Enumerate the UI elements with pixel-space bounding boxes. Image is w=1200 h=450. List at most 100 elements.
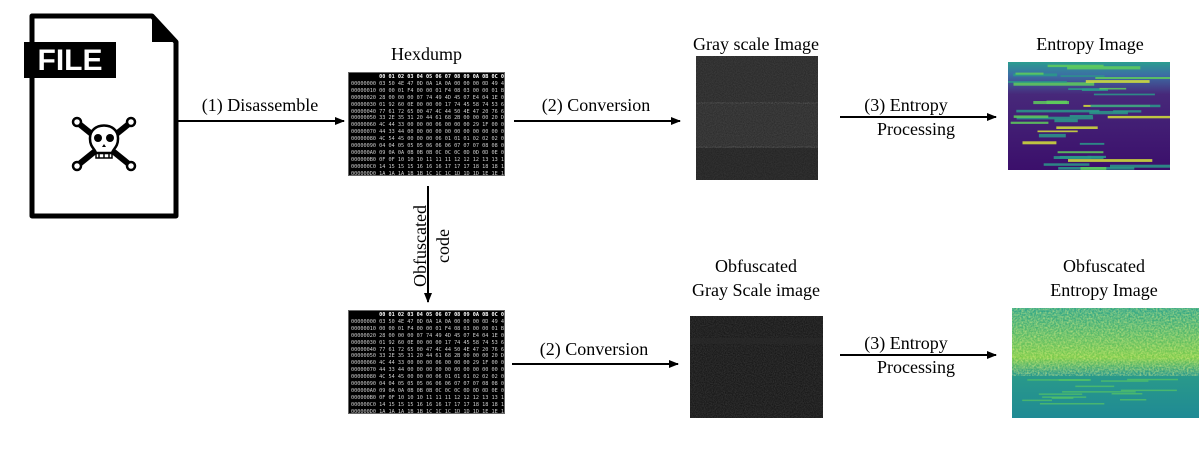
entropy-streak xyxy=(1085,80,1150,83)
hexdump-row: 00000080 4C 54 45 00 00 00 06 01 01 01 0… xyxy=(351,136,505,143)
entropy-streak xyxy=(1010,121,1049,124)
hexdump-row: 000000A0 09 0A 0A 0B 0B 0B 0C 0C 0C 0D 0… xyxy=(351,387,505,394)
entropy-streak xyxy=(1033,101,1069,105)
entropy-image-title: Entropy Image xyxy=(1036,34,1144,54)
entropy-streak xyxy=(1013,115,1049,118)
hexdump-header-row: 00 01 02 03 04 05 06 07 08 09 0A 0B 0C 0… xyxy=(379,74,505,80)
entropy-streak xyxy=(1047,64,1104,68)
entropy-streak xyxy=(1068,159,1153,162)
malware-file-icon: FILE xyxy=(24,13,179,219)
file-badge-label: FILE xyxy=(38,44,103,77)
entropy-streak xyxy=(1042,396,1087,398)
hexdump-row: 000000C0 14 15 15 15 16 16 16 17 17 17 1… xyxy=(351,401,505,408)
hexdump-row: 00000080 4C 54 45 00 00 00 06 01 01 01 0… xyxy=(351,374,505,381)
entropy-streak xyxy=(1080,167,1107,170)
entropy-image xyxy=(1008,62,1170,170)
entropy-streak xyxy=(1111,393,1143,395)
entropy-streak xyxy=(1110,164,1170,168)
entropy-streak xyxy=(1093,93,1155,96)
skull-crossbones-icon xyxy=(71,116,137,172)
entropy-streak xyxy=(1062,391,1136,393)
hexdump-row: 00000000 03 50 4E 47 0D 0A 1A 0A 00 00 0… xyxy=(351,80,505,87)
entropy-streak xyxy=(1037,130,1078,133)
hexdump-row: 00000050 33 2E 35 31 20 44 61 68 2B 00 0… xyxy=(351,115,505,122)
hexdump-row: 00000010 00 00 01 F4 00 00 01 F4 08 03 0… xyxy=(351,87,505,94)
obfuscated-entropy-title-line1: Obfuscated xyxy=(1063,256,1145,276)
hexdump-row: 000000B0 0F 0F 10 10 10 11 11 11 12 12 1… xyxy=(351,394,505,401)
entropy-streak xyxy=(1016,109,1100,113)
disassemble-label: (1) Disassemble xyxy=(201,95,319,115)
entropy-streak xyxy=(1038,133,1066,138)
hexdump-row: 00000040 77 61 72 65 00 47 4C 44 50 4E 4… xyxy=(351,108,505,115)
entropy-streak xyxy=(1079,142,1105,145)
entropy-streak xyxy=(1015,72,1044,75)
entropy-streak xyxy=(1051,397,1074,399)
obfuscated-hexdump-image: 00 01 02 03 04 05 06 07 08 09 0A 0B 0C 0… xyxy=(348,310,505,414)
hexdump-title: Hexdump xyxy=(391,44,462,64)
gray-scale-image xyxy=(696,56,818,180)
hexdump-row: 00000070 44 33 44 00 00 00 00 00 00 00 0… xyxy=(351,367,505,374)
entropy-streak xyxy=(1057,151,1104,154)
obfuscated-code-label-line1: Obfuscated xyxy=(410,205,430,287)
entropy-streak xyxy=(1039,403,1105,405)
entropy-streak xyxy=(1060,75,1105,77)
hexdump-row: 000000D0 1A 1A 1A 1B 1B 1C 1C 1C 1D 1D 1… xyxy=(351,170,505,176)
entropy-streak xyxy=(1075,385,1115,388)
entropy-streak xyxy=(1087,155,1106,158)
entropy-streak xyxy=(1127,378,1178,381)
hexdump-row: 000000B0 0F 0F 10 10 10 11 11 11 12 12 1… xyxy=(351,156,505,163)
entropy-streak xyxy=(1053,156,1104,159)
hexdump-row: 00000090 04 04 05 05 05 06 06 06 07 07 0… xyxy=(351,381,505,388)
hexdump-row: 000000D0 1A 1A 1A 1B 1B 1C 1C 1C 1D 1D 1… xyxy=(351,408,505,414)
entropy-streak xyxy=(1069,115,1093,117)
entropy-streak xyxy=(1038,393,1083,395)
hexdump-row: 00000060 4C 44 33 00 00 00 06 00 00 00 2… xyxy=(351,122,505,129)
file-badge xyxy=(24,42,116,78)
gray-scale-image-title: Gray scale Image xyxy=(693,34,819,54)
obfuscated-gray-title-line2: Gray Scale image xyxy=(692,280,820,300)
conversion-bottom-label: (2) Conversion xyxy=(539,339,649,359)
entropy-streak xyxy=(1013,73,1058,77)
entropy-streak xyxy=(1067,66,1141,70)
hexdump-row: 000000A0 09 0A 0A 0B 0B 0B 0C 0C 0C 0D 0… xyxy=(351,149,505,156)
obfuscated-gray-scale-image xyxy=(690,316,823,418)
entropy-streak xyxy=(1095,77,1170,79)
entropy-streak xyxy=(1054,118,1078,123)
entropy-streak xyxy=(1120,399,1147,401)
entropy-streak xyxy=(1120,389,1177,392)
hexdump-image: 00 01 02 03 04 05 06 07 08 09 0A 0B 0C 0… xyxy=(348,72,505,176)
conversion-top-label: (2) Conversion xyxy=(541,95,651,115)
obfuscated-code-label-line2: code xyxy=(433,229,453,263)
hexdump-row: 00000010 00 00 01 F4 00 00 01 F4 08 03 0… xyxy=(351,325,505,332)
entropy-streak xyxy=(1056,126,1098,129)
entropy-streak xyxy=(1090,104,1161,108)
entropy-bottom-label-line1: (3) Entropy xyxy=(864,333,948,353)
entropy-streak xyxy=(1107,115,1170,119)
entropy-streak xyxy=(1027,379,1091,381)
hexdump-row: 00000090 04 04 05 05 05 06 06 06 07 07 0… xyxy=(351,143,505,150)
obfuscated-entropy-title-line2: Entropy Image xyxy=(1050,280,1158,300)
entropy-streak xyxy=(1099,87,1127,90)
entropy-streak xyxy=(1008,81,1067,83)
hexdump-row: 00000040 77 61 72 65 00 47 4C 44 50 4E 4… xyxy=(351,346,505,353)
hexdump-row: 00000020 28 00 00 00 07 74 49 4D 45 07 E… xyxy=(351,94,505,101)
hexdump-row: 00000000 03 50 4E 47 0D 0A 1A 0A 00 00 0… xyxy=(351,318,505,325)
hexdump-row: 00000060 4C 44 33 00 00 00 06 00 00 00 2… xyxy=(351,360,505,367)
obfuscated-entropy-image xyxy=(1012,308,1199,418)
entropy-streak xyxy=(1101,380,1149,382)
entropy-streak xyxy=(1022,141,1057,145)
hexdump-row: 000000C0 14 15 15 15 16 16 16 17 17 17 1… xyxy=(351,163,505,170)
entropy-streak xyxy=(1043,163,1090,166)
entropy-bottom-label-line2: Processing xyxy=(877,357,955,377)
entropy-top-label-line2: Processing xyxy=(877,119,955,139)
hexdump-row: 00000030 01 92 60 0E 00 00 00 17 74 45 5… xyxy=(351,339,505,346)
hexdump-row: 00000020 28 00 00 00 07 74 49 4D 45 07 E… xyxy=(351,332,505,339)
entropy-streak xyxy=(1089,110,1128,115)
hexdump-row: 00000070 44 33 44 00 00 00 00 00 00 00 0… xyxy=(351,129,505,136)
obfuscated-gray-title-line1: Obfuscated xyxy=(715,256,797,276)
entropy-streak xyxy=(1013,82,1095,86)
hexdump-header-row: 00 01 02 03 04 05 06 07 08 09 0A 0B 0C 0… xyxy=(379,312,505,318)
entropy-top-label-line1: (3) Entropy xyxy=(864,95,948,115)
hexdump-row: 00000050 33 2E 35 31 20 44 61 68 2B 00 0… xyxy=(351,353,505,360)
